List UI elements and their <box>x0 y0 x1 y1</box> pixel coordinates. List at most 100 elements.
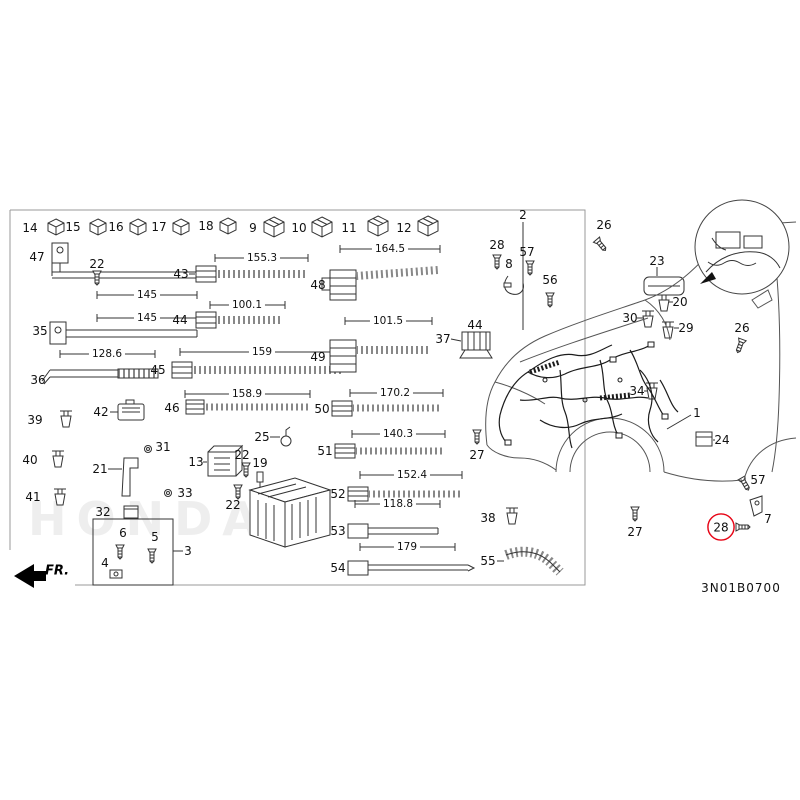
part-number-label[interactable]: 6 <box>119 526 127 540</box>
part-number-label[interactable]: 22 <box>225 498 241 512</box>
dimension-label: 155.3 <box>243 253 281 264</box>
part-number-label[interactable]: 11 <box>341 221 357 235</box>
fuse-icon <box>129 218 147 236</box>
part-number-label[interactable]: 53 <box>330 524 346 538</box>
clip-icon <box>51 450 65 468</box>
part-number-label[interactable]: 31 <box>155 440 171 454</box>
part-number-label[interactable]: 21 <box>92 462 108 476</box>
part-50-harness-tube <box>331 389 444 417</box>
part-number-label[interactable]: 30 <box>622 311 638 325</box>
part-number-label[interactable]: 40 <box>22 453 38 467</box>
part-number-label[interactable]: 1 <box>693 406 701 420</box>
part-8-hose <box>503 275 524 295</box>
part-number-label[interactable]: 33 <box>177 486 193 500</box>
part-number-label[interactable]: 22 <box>234 448 250 462</box>
part-number-label[interactable]: 28 <box>489 238 505 252</box>
fuse-icon <box>47 218 65 236</box>
dimension-label: 128.6 <box>88 349 126 360</box>
part-number-label[interactable]: 14 <box>22 221 38 235</box>
fuse-icon <box>417 215 439 237</box>
bolt-icon <box>525 260 535 276</box>
part-number-label[interactable]: 20 <box>672 295 688 309</box>
part-number-label[interactable]: 4 <box>101 556 109 570</box>
part-number-label[interactable]: 49 <box>310 350 326 364</box>
dimension-label: 145 <box>133 290 161 301</box>
part-35-bracket <box>49 314 198 345</box>
part-number-label[interactable]: 3 <box>184 544 192 558</box>
part-number-label[interactable]: 38 <box>480 511 496 525</box>
part-number-label[interactable]: 2 <box>519 208 527 222</box>
part-number-label[interactable]: 26 <box>596 218 612 232</box>
part-number-label[interactable]: 32 <box>95 505 111 519</box>
bolt-icon <box>545 292 555 308</box>
part-13-relay <box>203 444 244 477</box>
part-number-label[interactable]: 23 <box>649 254 665 268</box>
part-number-label[interactable]: 5 <box>151 530 159 544</box>
part-number-label[interactable]: 24 <box>714 433 730 447</box>
fuse-icon <box>311 216 333 238</box>
part-number-label[interactable]: 18 <box>198 219 214 233</box>
part-number-label[interactable]: 39 <box>27 413 43 427</box>
part-number-label[interactable]: 27 <box>627 525 643 539</box>
part-number-label[interactable]: 48 <box>310 278 326 292</box>
part-number-label[interactable]: 57 <box>750 473 766 487</box>
part-number-label[interactable]: 17 <box>151 220 167 234</box>
part-number-label[interactable]: 46 <box>164 401 180 415</box>
bolt-icon <box>630 506 640 522</box>
part-number-label[interactable]: 45 <box>150 363 166 377</box>
part-number-label[interactable]: 7 <box>764 512 772 526</box>
bolt-icon <box>733 337 747 355</box>
part-number-label[interactable]: 56 <box>542 273 558 287</box>
fuse-icons-row <box>47 215 439 238</box>
part-number-label[interactable]: 13 <box>188 455 204 469</box>
fr-arrow-icon <box>14 564 46 588</box>
part-number-label[interactable]: 12 <box>396 221 412 235</box>
bolt-icon <box>492 254 502 270</box>
part-number-label[interactable]: 34 <box>629 384 645 398</box>
part-number-label[interactable]: 51 <box>317 444 333 458</box>
part-number-label[interactable]: 27 <box>469 448 485 462</box>
bolt-icon <box>233 484 243 500</box>
nut-icon <box>164 489 172 497</box>
part-number-label[interactable]: 42 <box>93 405 109 419</box>
clip-icon <box>657 294 671 312</box>
part-number-label[interactable]: 16 <box>108 220 124 234</box>
part-number-label[interactable]: 50 <box>314 402 330 416</box>
clip-icon <box>53 488 67 506</box>
part-number-label[interactable]: 26 <box>734 321 750 335</box>
dimension-label: 170.2 <box>376 388 414 399</box>
part-44-harness-tube <box>195 301 286 329</box>
dimension-label: 158.9 <box>228 389 266 400</box>
part-number-label[interactable]: 44 <box>172 313 188 327</box>
highlighted-part-label[interactable]: 28 <box>707 513 735 541</box>
dimension-label: 152.4 <box>393 470 431 481</box>
bolt-icon <box>147 548 157 564</box>
part-number-label[interactable]: 19 <box>252 456 268 470</box>
part-number-label[interactable]: 43 <box>173 267 189 281</box>
part-number-label[interactable]: 35 <box>32 324 48 338</box>
part-number-label[interactable]: 41 <box>25 490 41 504</box>
part-number-label[interactable]: 8 <box>505 257 513 271</box>
part-number-label[interactable]: 25 <box>254 430 270 444</box>
part-53-bracket <box>347 500 441 539</box>
part-number-label[interactable]: 10 <box>291 221 307 235</box>
part-number-label[interactable]: 37 <box>435 332 451 346</box>
part-54-bracket <box>347 543 476 576</box>
part-number-label[interactable]: 29 <box>678 321 694 335</box>
part-55-tube <box>497 546 564 576</box>
part-number-label[interactable]: 54 <box>330 561 346 575</box>
part-number-label[interactable]: 36 <box>30 373 46 387</box>
part-46-harness-tube <box>184 390 311 415</box>
part-number-label[interactable]: 52 <box>330 487 346 501</box>
part-number-label[interactable]: 57 <box>519 245 535 259</box>
bolt-icon <box>592 236 610 254</box>
part-number-label[interactable]: 15 <box>65 220 81 234</box>
part-number-label[interactable]: 47 <box>29 250 45 264</box>
part-number-label[interactable]: 22 <box>89 257 105 271</box>
bolt-icon <box>241 462 251 478</box>
part-number-label[interactable]: 9 <box>249 221 257 235</box>
fuse-icon <box>89 218 107 236</box>
part-number-label[interactable]: 55 <box>480 554 496 568</box>
part-number-label[interactable]: 44 <box>467 318 483 332</box>
